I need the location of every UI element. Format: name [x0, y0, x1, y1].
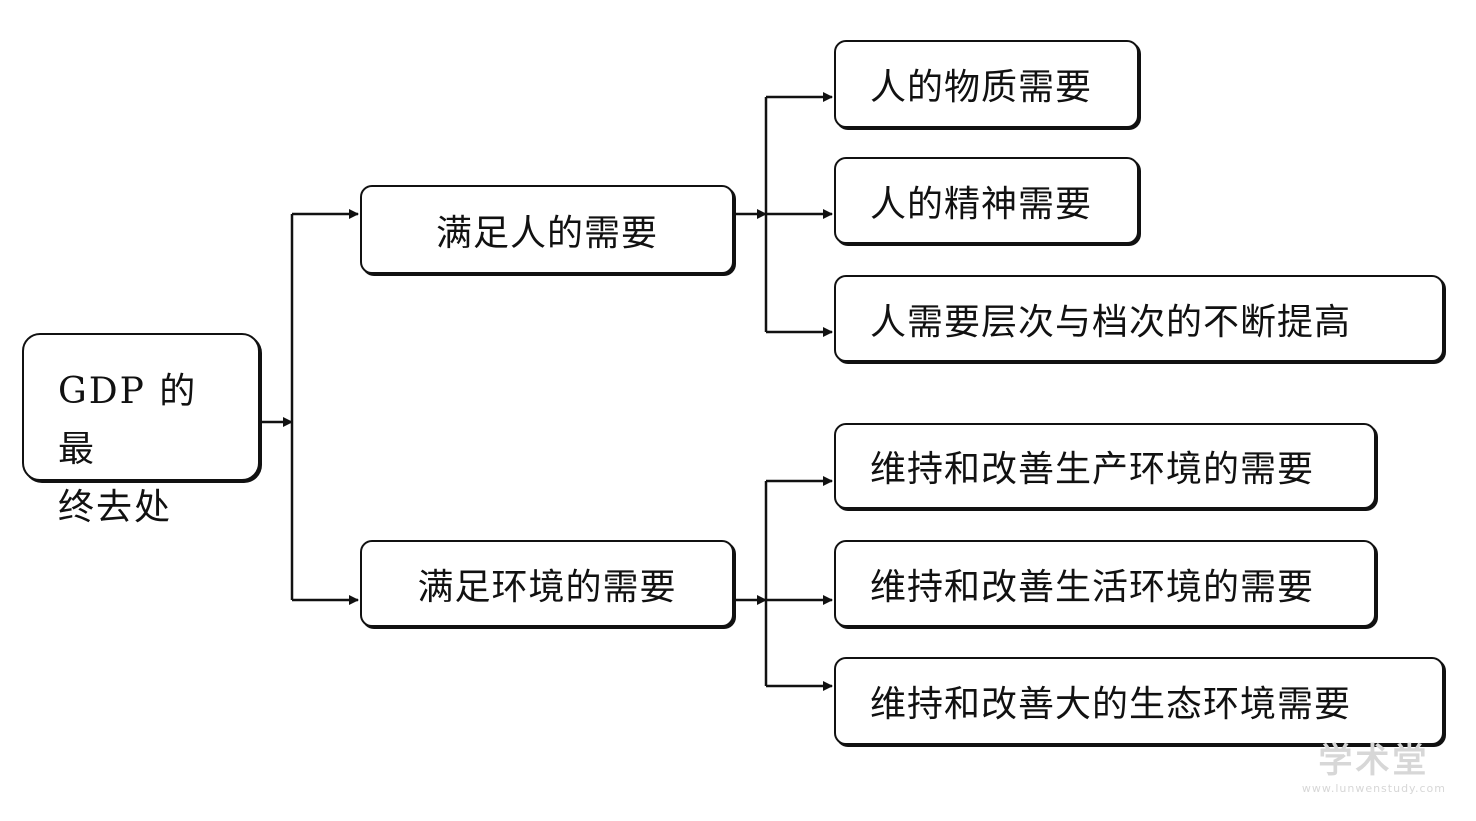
leaf-node-ecological-environment: 维持和改善大的生态环境需要: [834, 657, 1444, 745]
branch-label: 满足人的需要: [435, 212, 658, 254]
branch-node-human-needs: 满足人的需要: [360, 185, 734, 274]
root-label-line1: GDP 的 最: [58, 371, 198, 470]
watermark-text: 学术堂: [1318, 741, 1430, 781]
branch-node-environment-needs: 满足环境的需要: [360, 540, 734, 627]
leaf-label: 人的精神需要: [870, 183, 1093, 225]
branch-label: 满足环境的需要: [417, 566, 677, 608]
watermark-url: www.lunwenstudy.com: [1301, 782, 1446, 795]
leaf-label: 人需要层次与档次的不断提高: [870, 301, 1352, 343]
leaf-label: 人的物质需要: [870, 67, 1093, 108]
leaf-node-living-environment: 维持和改善生活环境的需要: [834, 540, 1376, 627]
leaf-label: 维持和改善生产环境的需要: [870, 449, 1315, 490]
watermark: 学术堂 www.lunwenstudy.com: [1302, 733, 1446, 795]
leaf-label: 维持和改善大的生态环境需要: [870, 684, 1352, 725]
root-label-line2: 终去处: [58, 487, 173, 528]
leaf-node-needs-level-improvement: 人需要层次与档次的不断提高: [834, 275, 1444, 362]
leaf-label: 维持和改善生活环境的需要: [870, 566, 1315, 608]
root-node: GDP 的 最 终去处: [22, 333, 260, 528]
leaf-node-production-environment: 维持和改善生产环境的需要: [834, 423, 1376, 509]
leaf-node-material-needs: 人的物质需要: [834, 40, 1139, 128]
leaf-node-spiritual-needs: 人的精神需要: [834, 157, 1139, 244]
